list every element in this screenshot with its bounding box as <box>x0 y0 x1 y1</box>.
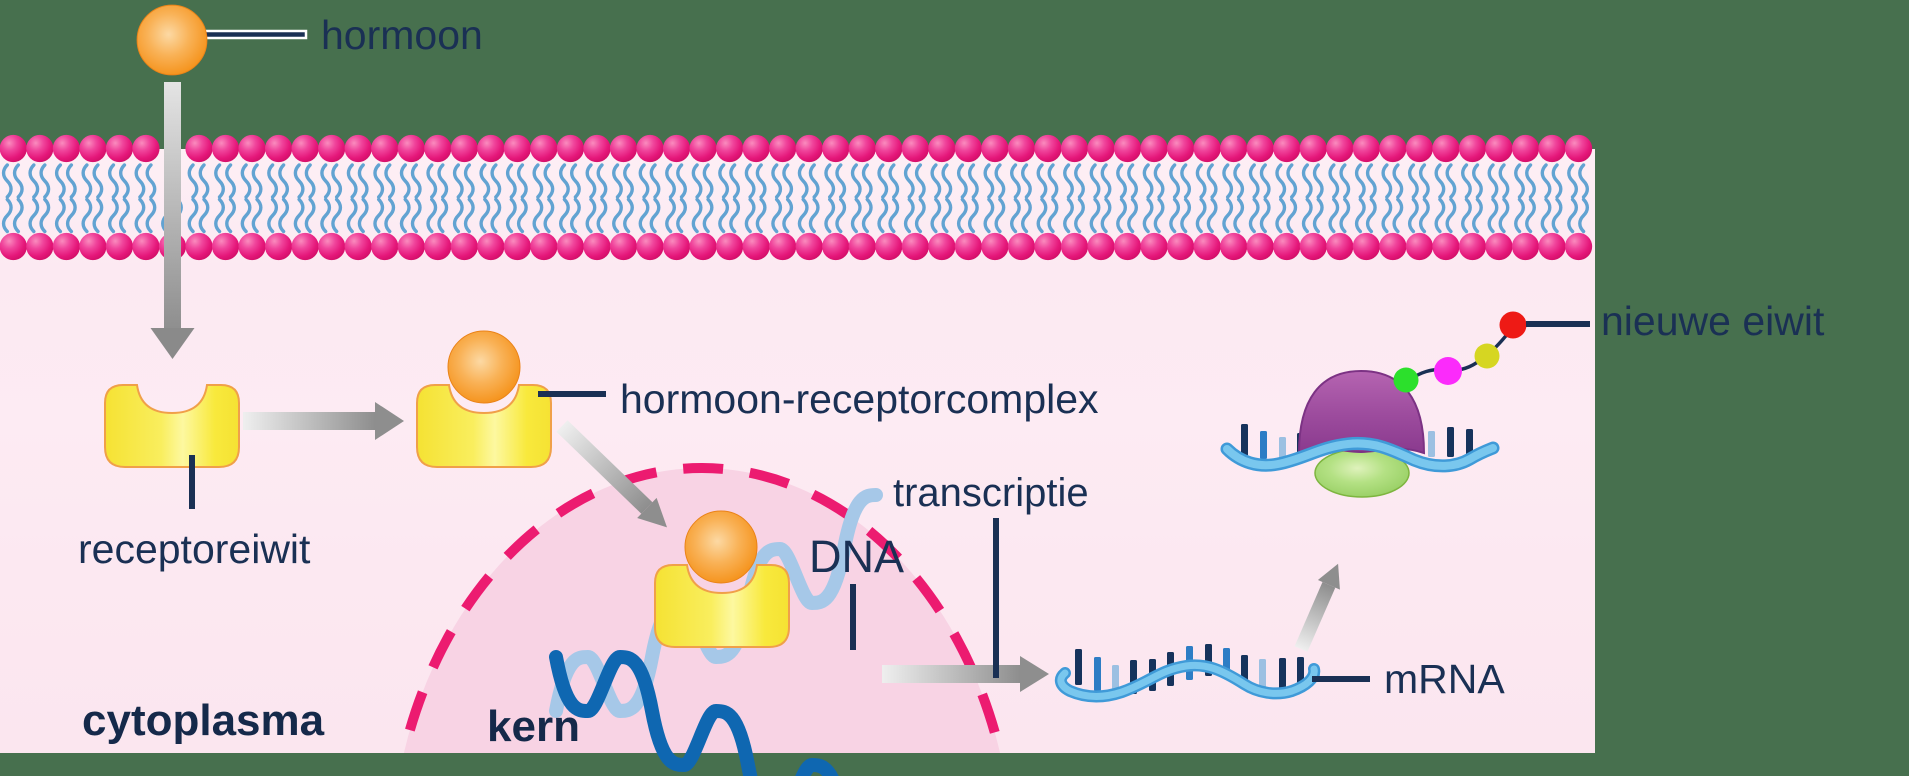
arrow-complex-to-nucleus <box>556 420 668 528</box>
ribosome-mrna-strand <box>1223 439 1497 470</box>
hormone-ball <box>136 4 308 76</box>
transcription-leader-line <box>993 518 999 678</box>
label-hormone: hormoon <box>321 12 483 58</box>
ribosome <box>1220 369 1500 498</box>
amino-acid-red <box>1499 311 1527 339</box>
arrow-receptor-to-complex <box>243 402 404 440</box>
label-nucleus: kern <box>487 702 580 751</box>
ribosome-large-subunit <box>1297 369 1426 455</box>
receptor-leader-line <box>189 455 195 509</box>
label-mrna: mRNA <box>1384 656 1505 702</box>
protein-chain <box>1393 311 1527 393</box>
dna-leader-line <box>850 584 856 650</box>
mrna-leader-line <box>1312 676 1370 682</box>
label-leader-lines <box>189 321 1590 682</box>
receptor-protein-shape <box>104 384 240 468</box>
protein-chain-link <box>1404 326 1514 384</box>
label-dna: DNA <box>809 531 905 582</box>
background-bottom-strip <box>0 753 1909 776</box>
dna-helix <box>549 488 883 776</box>
amino-acid-magenta <box>1434 357 1462 385</box>
amino-acid-green <box>1393 367 1419 393</box>
mrna-molecule <box>1054 644 1321 703</box>
arrow-hormone-entry <box>150 82 195 359</box>
amino-acid-yellow <box>1474 343 1500 369</box>
cell-membrane <box>0 134 1593 261</box>
new-protein-leader-line <box>1526 321 1590 327</box>
complex-leader-line <box>538 391 606 397</box>
label-hormone-receptor-complex: hormoon-receptorcomplex <box>620 376 1099 422</box>
label-cytoplasm: cytoplasma <box>82 696 325 745</box>
label-new-protein: nieuwe eiwit <box>1601 298 1825 344</box>
arrow-mrna-to-ribosome <box>1294 563 1340 652</box>
label-transcription: transcriptie <box>893 471 1089 515</box>
hormone-leader-line <box>200 29 308 40</box>
arrow-transcription <box>882 656 1049 692</box>
hormone-receptor-complex-shape <box>416 330 552 468</box>
label-receptor-protein: receptoreiwit <box>78 526 311 572</box>
mrna-strand <box>1057 661 1318 700</box>
